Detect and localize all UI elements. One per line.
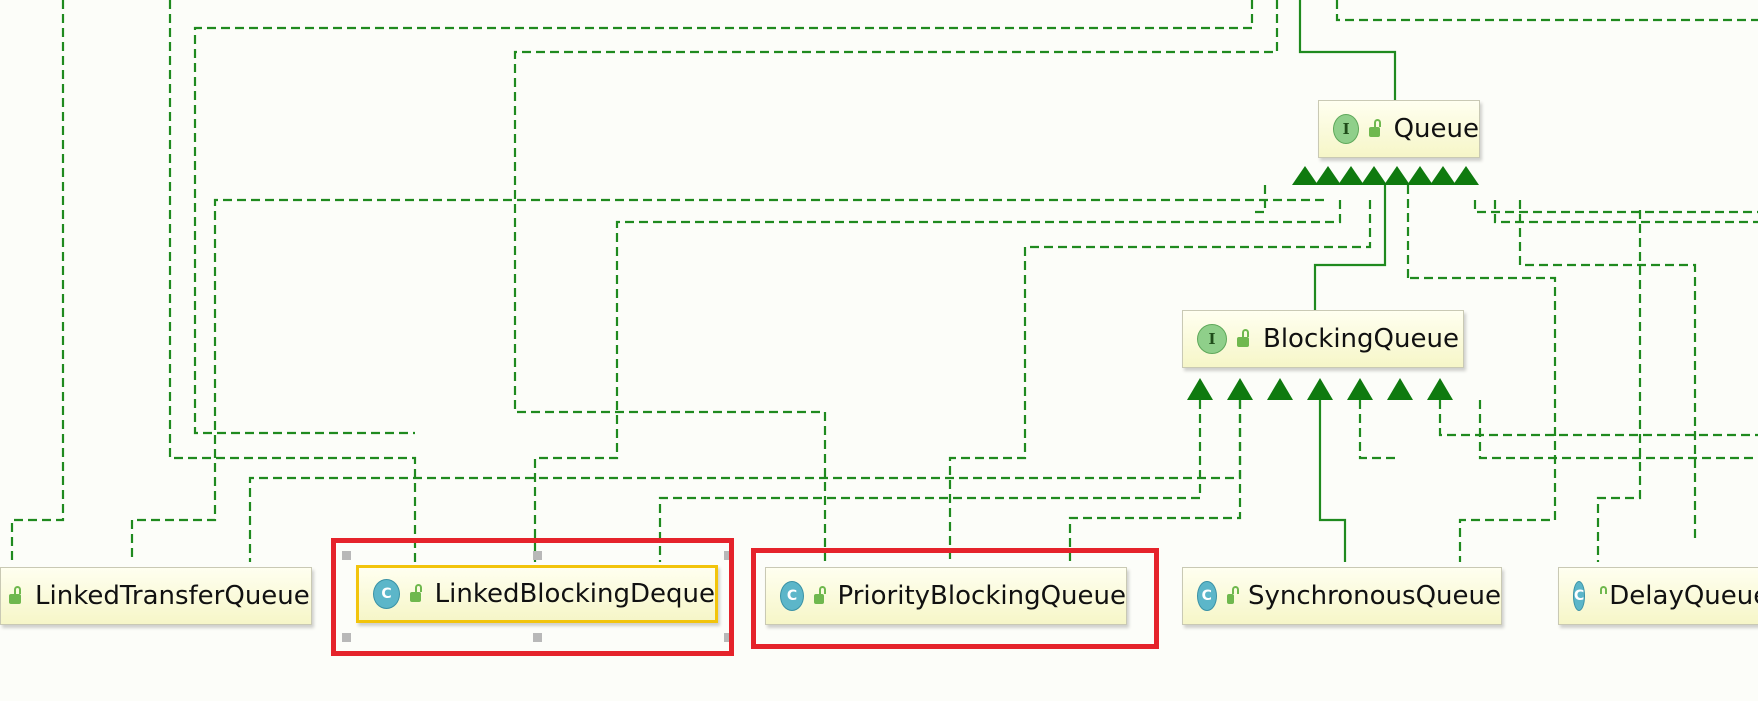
selection-handle[interactable] [342, 633, 351, 642]
selection-handle[interactable] [533, 551, 542, 560]
interface-icon: I [1197, 324, 1227, 354]
node-synchronousqueue[interactable]: C SynchronousQueue [1182, 567, 1502, 625]
class-icon: C [1573, 581, 1586, 611]
selection-handle[interactable] [724, 633, 733, 642]
dashed-implements-edges [10, 0, 1758, 562]
highlight-box-linkedblockingdeque [331, 538, 734, 656]
node-blockingqueue[interactable]: I BlockingQueue [1182, 310, 1464, 368]
node-priorityblockingqueue[interactable]: C PriorityBlockingQueue [765, 567, 1127, 625]
node-label: DelayQueue [1609, 581, 1758, 611]
node-linkedblockingdeque[interactable]: C LinkedBlockingDeque [356, 565, 718, 623]
dashed-edge-fragments [1250, 185, 1642, 562]
inheritance-arrowheads [1187, 166, 1479, 400]
open-lock-icon [1237, 329, 1249, 347]
open-lock-icon [1226, 586, 1238, 604]
node-queue[interactable]: I Queue [1318, 100, 1480, 158]
node-delayqueue[interactable]: C DelayQueue [1558, 567, 1758, 625]
class-icon: C [1197, 581, 1217, 611]
highlight-box-priorityblockingqueue [751, 548, 1159, 649]
open-lock-icon [409, 584, 422, 602]
open-lock-icon [814, 586, 827, 604]
node-label: LinkedTransferQueue [35, 581, 310, 611]
class-icon: C [780, 581, 805, 611]
interface-icon: I [1333, 114, 1360, 144]
open-lock-icon [9, 586, 21, 604]
node-label: BlockingQueue [1263, 324, 1459, 354]
class-icon: C [373, 579, 400, 609]
node-label: SynchronousQueue [1248, 581, 1501, 611]
node-linkedtransferqueue[interactable]: LinkedTransferQueue [0, 567, 312, 625]
selection-handle[interactable] [724, 551, 733, 560]
node-label: LinkedBlockingDeque [434, 579, 715, 609]
node-label: Queue [1393, 114, 1479, 144]
selection-handle[interactable] [342, 551, 351, 560]
node-label: PriorityBlockingQueue [837, 581, 1126, 611]
solid-extends-edges [1298, 0, 1397, 562]
open-lock-icon [1369, 119, 1382, 137]
selection-handle[interactable] [533, 633, 542, 642]
